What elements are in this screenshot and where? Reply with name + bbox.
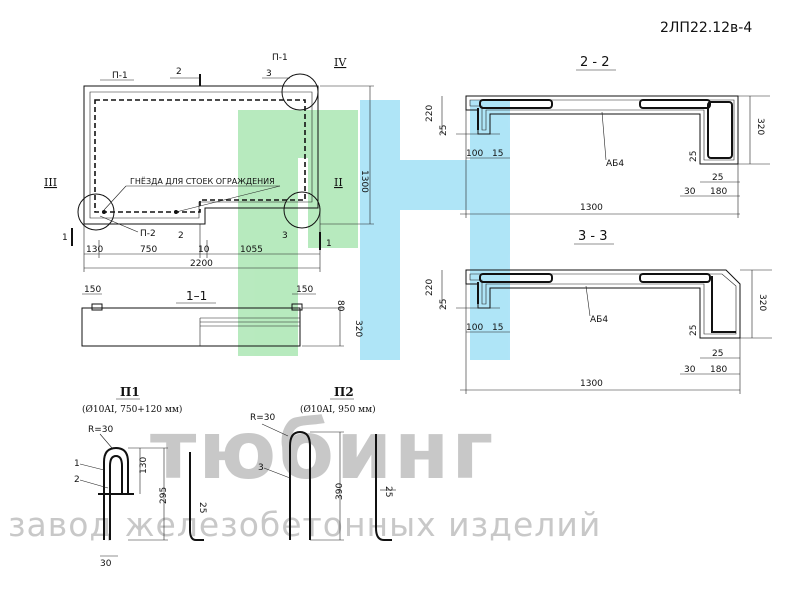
watermark-text: тюбинг завод железобетонных изделий <box>8 404 601 544</box>
section-3-3-dim-25c: 25 <box>712 349 723 359</box>
plan-node-iii: III <box>44 176 57 189</box>
p1-subtitle: (Ø10AI, 750+120 мм) <box>82 404 182 415</box>
section-3-3-dim-220: 220 <box>425 279 435 296</box>
section-1-1-dim-320: 320 <box>353 320 363 337</box>
section-2-2-dim-320: 320 <box>755 118 765 135</box>
section-2-2: 2 - 2 220 25 100 15 320 25 25 30 180 130… <box>425 55 770 218</box>
document-code: 2ЛП22.12в-4 <box>660 20 752 36</box>
watermark-line-2: завод железобетонных изделий <box>8 505 601 544</box>
section-2-2-dim-25c: 25 <box>712 173 723 183</box>
p1-dim-30: 30 <box>100 559 112 569</box>
plan-view: 1300 130 750 10 1055 2200 П-1 2 П-1 3 2 … <box>44 53 374 272</box>
plan-mark-p2: П-2 <box>140 229 156 239</box>
detail-p1: П1 (Ø10AI, 750+120 мм) R=30 1 2 130 295 … <box>74 385 207 569</box>
plan-node-ii: II <box>334 176 343 189</box>
section-1-1-dim-150b: 150 <box>296 285 313 295</box>
section-2-2-dim-30: 30 <box>684 187 696 197</box>
plan-mark-p1-right: П-1 <box>272 53 288 63</box>
section-3-3-title: 3 - 3 <box>578 229 608 244</box>
p2-dim-390: 390 <box>335 483 345 500</box>
section-3-3-dim-180: 180 <box>710 365 727 375</box>
p2-title: П2 <box>334 385 354 399</box>
p2-pos-3: 3 <box>258 463 264 473</box>
section-2-2-dim-220: 220 <box>425 105 435 122</box>
p1-title: П1 <box>120 385 140 399</box>
section-3-3-dim-25b: 25 <box>689 325 699 336</box>
plan-dim-750: 750 <box>140 245 157 255</box>
section-1-1-title: 1–1 <box>186 289 207 303</box>
section-1-1-dim-80: 80 <box>335 300 345 312</box>
watermark-logo <box>238 100 510 360</box>
plan-mark-cut3-top: 3 <box>266 69 272 79</box>
plan-dim-10: 10 <box>198 245 210 255</box>
plan-mark-cut1-left: 1 <box>62 233 68 243</box>
p1-radius: R=30 <box>88 425 114 435</box>
section-2-2-dim-15: 15 <box>492 149 503 159</box>
plan-mark-p1-left: П-1 <box>112 71 128 81</box>
section-3-3-dim-1300: 1300 <box>580 379 603 389</box>
section-1-1: 1–1 150 150 80 320 <box>81 285 363 347</box>
section-2-2-dim-25a: 25 <box>439 125 449 136</box>
plan-mark-cut3-bot: 3 <box>282 231 288 241</box>
section-2-2-dim-180: 180 <box>710 187 727 197</box>
section-3-3-dim-320: 320 <box>757 294 767 311</box>
p2-subtitle: (Ø10AI, 950 мм) <box>300 404 376 415</box>
plan-dim-1055: 1055 <box>240 245 263 255</box>
plan-mark-cut2-bot: 2 <box>178 231 184 241</box>
detail-p2: П2 (Ø10AI, 950 мм) R=30 3 390 25 <box>250 385 396 541</box>
plan-node-iv: IV <box>334 56 347 69</box>
p2-dim-25: 25 <box>383 486 393 497</box>
p1-dim-295: 295 <box>159 487 169 504</box>
plan-note-sockets: ГНЁЗДА ДЛЯ СТОЕК ОГРАЖДЕНИЯ <box>130 176 275 186</box>
plan-dim-2200: 2200 <box>190 259 213 269</box>
p1-dim-25: 25 <box>197 502 207 513</box>
p1-dim-130: 130 <box>139 457 149 474</box>
section-2-2-dim-25b: 25 <box>689 151 699 162</box>
section-2-2-dim-100: 100 <box>466 149 483 159</box>
section-2-2-title: 2 - 2 <box>580 55 610 70</box>
watermark-line-1: тюбинг <box>150 404 495 497</box>
plan-mark-cut1-right: 1 <box>326 239 332 249</box>
section-3-3-dim-15: 15 <box>492 323 503 333</box>
section-3-3-dim-100: 100 <box>466 323 483 333</box>
section-3-3: 3 - 3 220 25 100 15 320 25 25 30 180 130… <box>425 229 772 394</box>
plan-dim-1300: 1300 <box>359 170 369 193</box>
p1-pos-1: 1 <box>74 459 80 469</box>
section-2-2-label-ab4: АБ4 <box>606 159 624 169</box>
section-2-2-dim-1300: 1300 <box>580 203 603 213</box>
plan-dim-130: 130 <box>86 245 103 255</box>
section-3-3-dim-25a: 25 <box>439 299 449 310</box>
section-3-3-dim-30: 30 <box>684 365 696 375</box>
p2-radius: R=30 <box>250 413 276 423</box>
section-1-1-dim-150a: 150 <box>84 285 101 295</box>
section-3-3-label-ab4: АБ4 <box>590 315 608 325</box>
plan-mark-cut2-top: 2 <box>176 67 182 77</box>
p1-pos-2: 2 <box>74 475 80 485</box>
